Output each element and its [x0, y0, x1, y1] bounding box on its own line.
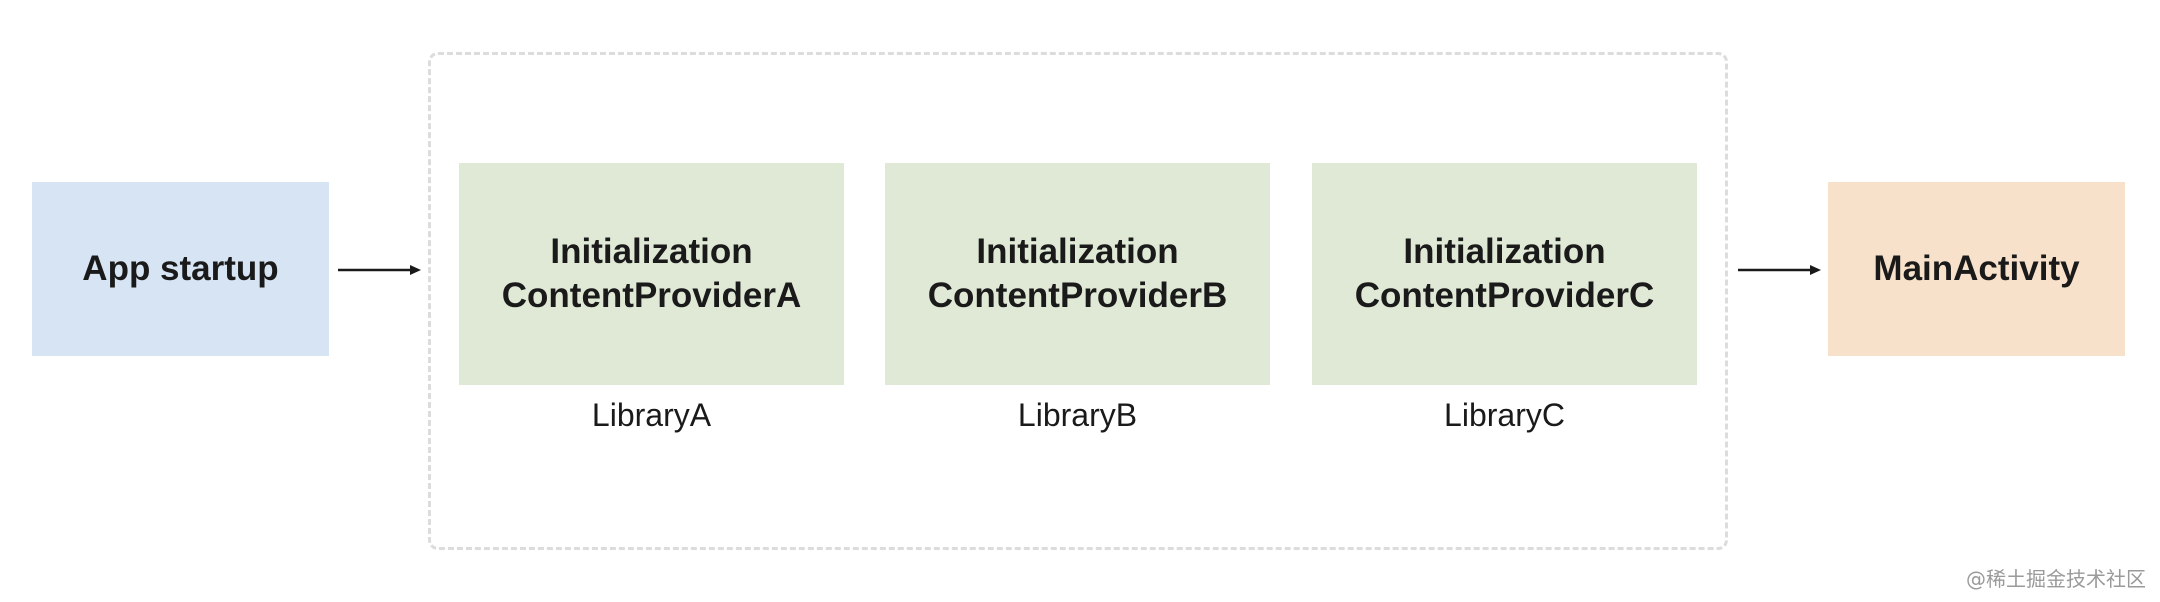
provider-b-line1: Initialization	[976, 232, 1179, 271]
app-startup-label: App startup	[82, 249, 279, 288]
watermark: @稀土掘金技术社区	[1966, 567, 2146, 591]
library-b-label: LibraryB	[1017, 397, 1138, 433]
provider-a-node: Initialization ContentProviderA	[459, 163, 844, 385]
library-c-label: LibraryC	[1444, 397, 1565, 433]
provider-c-line2: ContentProviderC	[1354, 276, 1655, 315]
provider-b-node: Initialization ContentProviderB	[885, 163, 1270, 385]
app-startup-node: App startup	[32, 182, 329, 356]
provider-c-node: Initialization ContentProviderC	[1312, 163, 1697, 385]
provider-c-line1: Initialization	[1403, 232, 1606, 271]
arrow-start-to-providers	[338, 265, 421, 275]
provider-a-line2: ContentProviderA	[501, 276, 802, 315]
library-group-border	[428, 52, 1728, 550]
provider-a-line1: Initialization	[550, 232, 753, 271]
main-activity-label: MainActivity	[1873, 249, 2080, 288]
main-activity-node: MainActivity	[1828, 182, 2125, 356]
arrow-providers-to-main	[1738, 265, 1821, 275]
provider-b-line2: ContentProviderB	[927, 276, 1228, 315]
library-a-label: LibraryA	[591, 397, 712, 433]
